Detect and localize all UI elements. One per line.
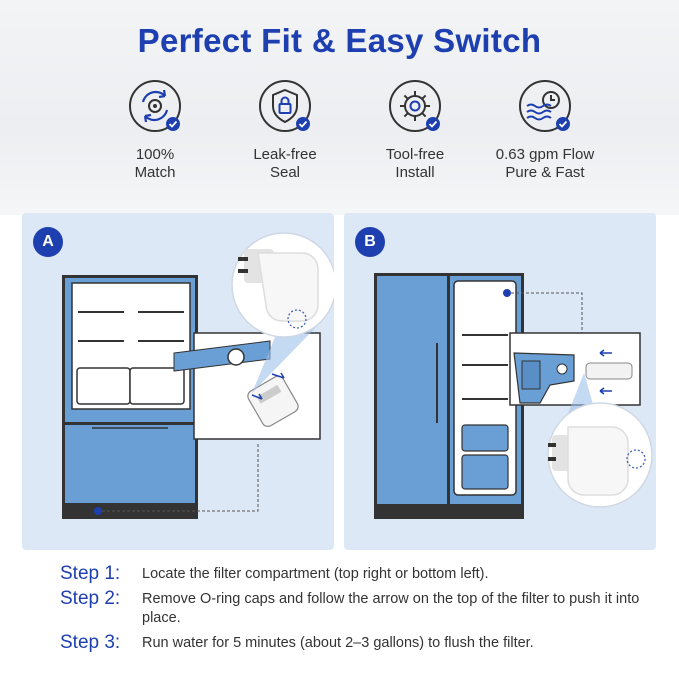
fridge-a-illustration (62, 232, 334, 519)
step-2-text: Remove O-ring caps and follow the arrow … (142, 591, 640, 626)
steps-list: Step 1: Locate the filter compartment (t… (60, 563, 660, 659)
step-3: Step 3: Run water for 5 minutes (about 2… (60, 632, 660, 653)
step-1-label: Step 1: (60, 563, 121, 584)
step-3-label: Step 3: (60, 632, 121, 653)
panel-a-badge: A (33, 227, 63, 257)
step-1: Step 1: Locate the filter compartment (t… (60, 563, 660, 584)
page-title: Perfect Fit & Easy Switch (137, 22, 542, 59)
gear-cycle-icon (129, 80, 181, 132)
step-2-label: Step 2: (60, 588, 121, 609)
gear-icon (389, 80, 441, 132)
feature-leak-free: Leak-free Seal (225, 80, 345, 182)
feature-row: 100% Match Leak-free Seal (95, 80, 605, 190)
step-1-text: Locate the filter compartment (top right… (142, 566, 489, 582)
panel-b-badge: B (355, 227, 385, 257)
step-3-text: Run water for 5 minutes (about 2–3 gallo… (142, 635, 534, 651)
step-2: Step 2: Remove O-ring caps and follow th… (60, 588, 660, 628)
panel-b: B (344, 213, 656, 550)
feature-tool-free: Tool-free Install (355, 80, 475, 182)
feature-match: 100% Match (95, 80, 215, 182)
water-flow-clock-icon (519, 80, 571, 132)
feature-flow: 0.63 gpm Flow Pure & Fast (485, 80, 605, 182)
fridge-b-illustration (374, 273, 653, 519)
panel-a: A (22, 213, 334, 550)
shield-lock-icon (259, 80, 311, 132)
kitchen-background (0, 0, 679, 215)
